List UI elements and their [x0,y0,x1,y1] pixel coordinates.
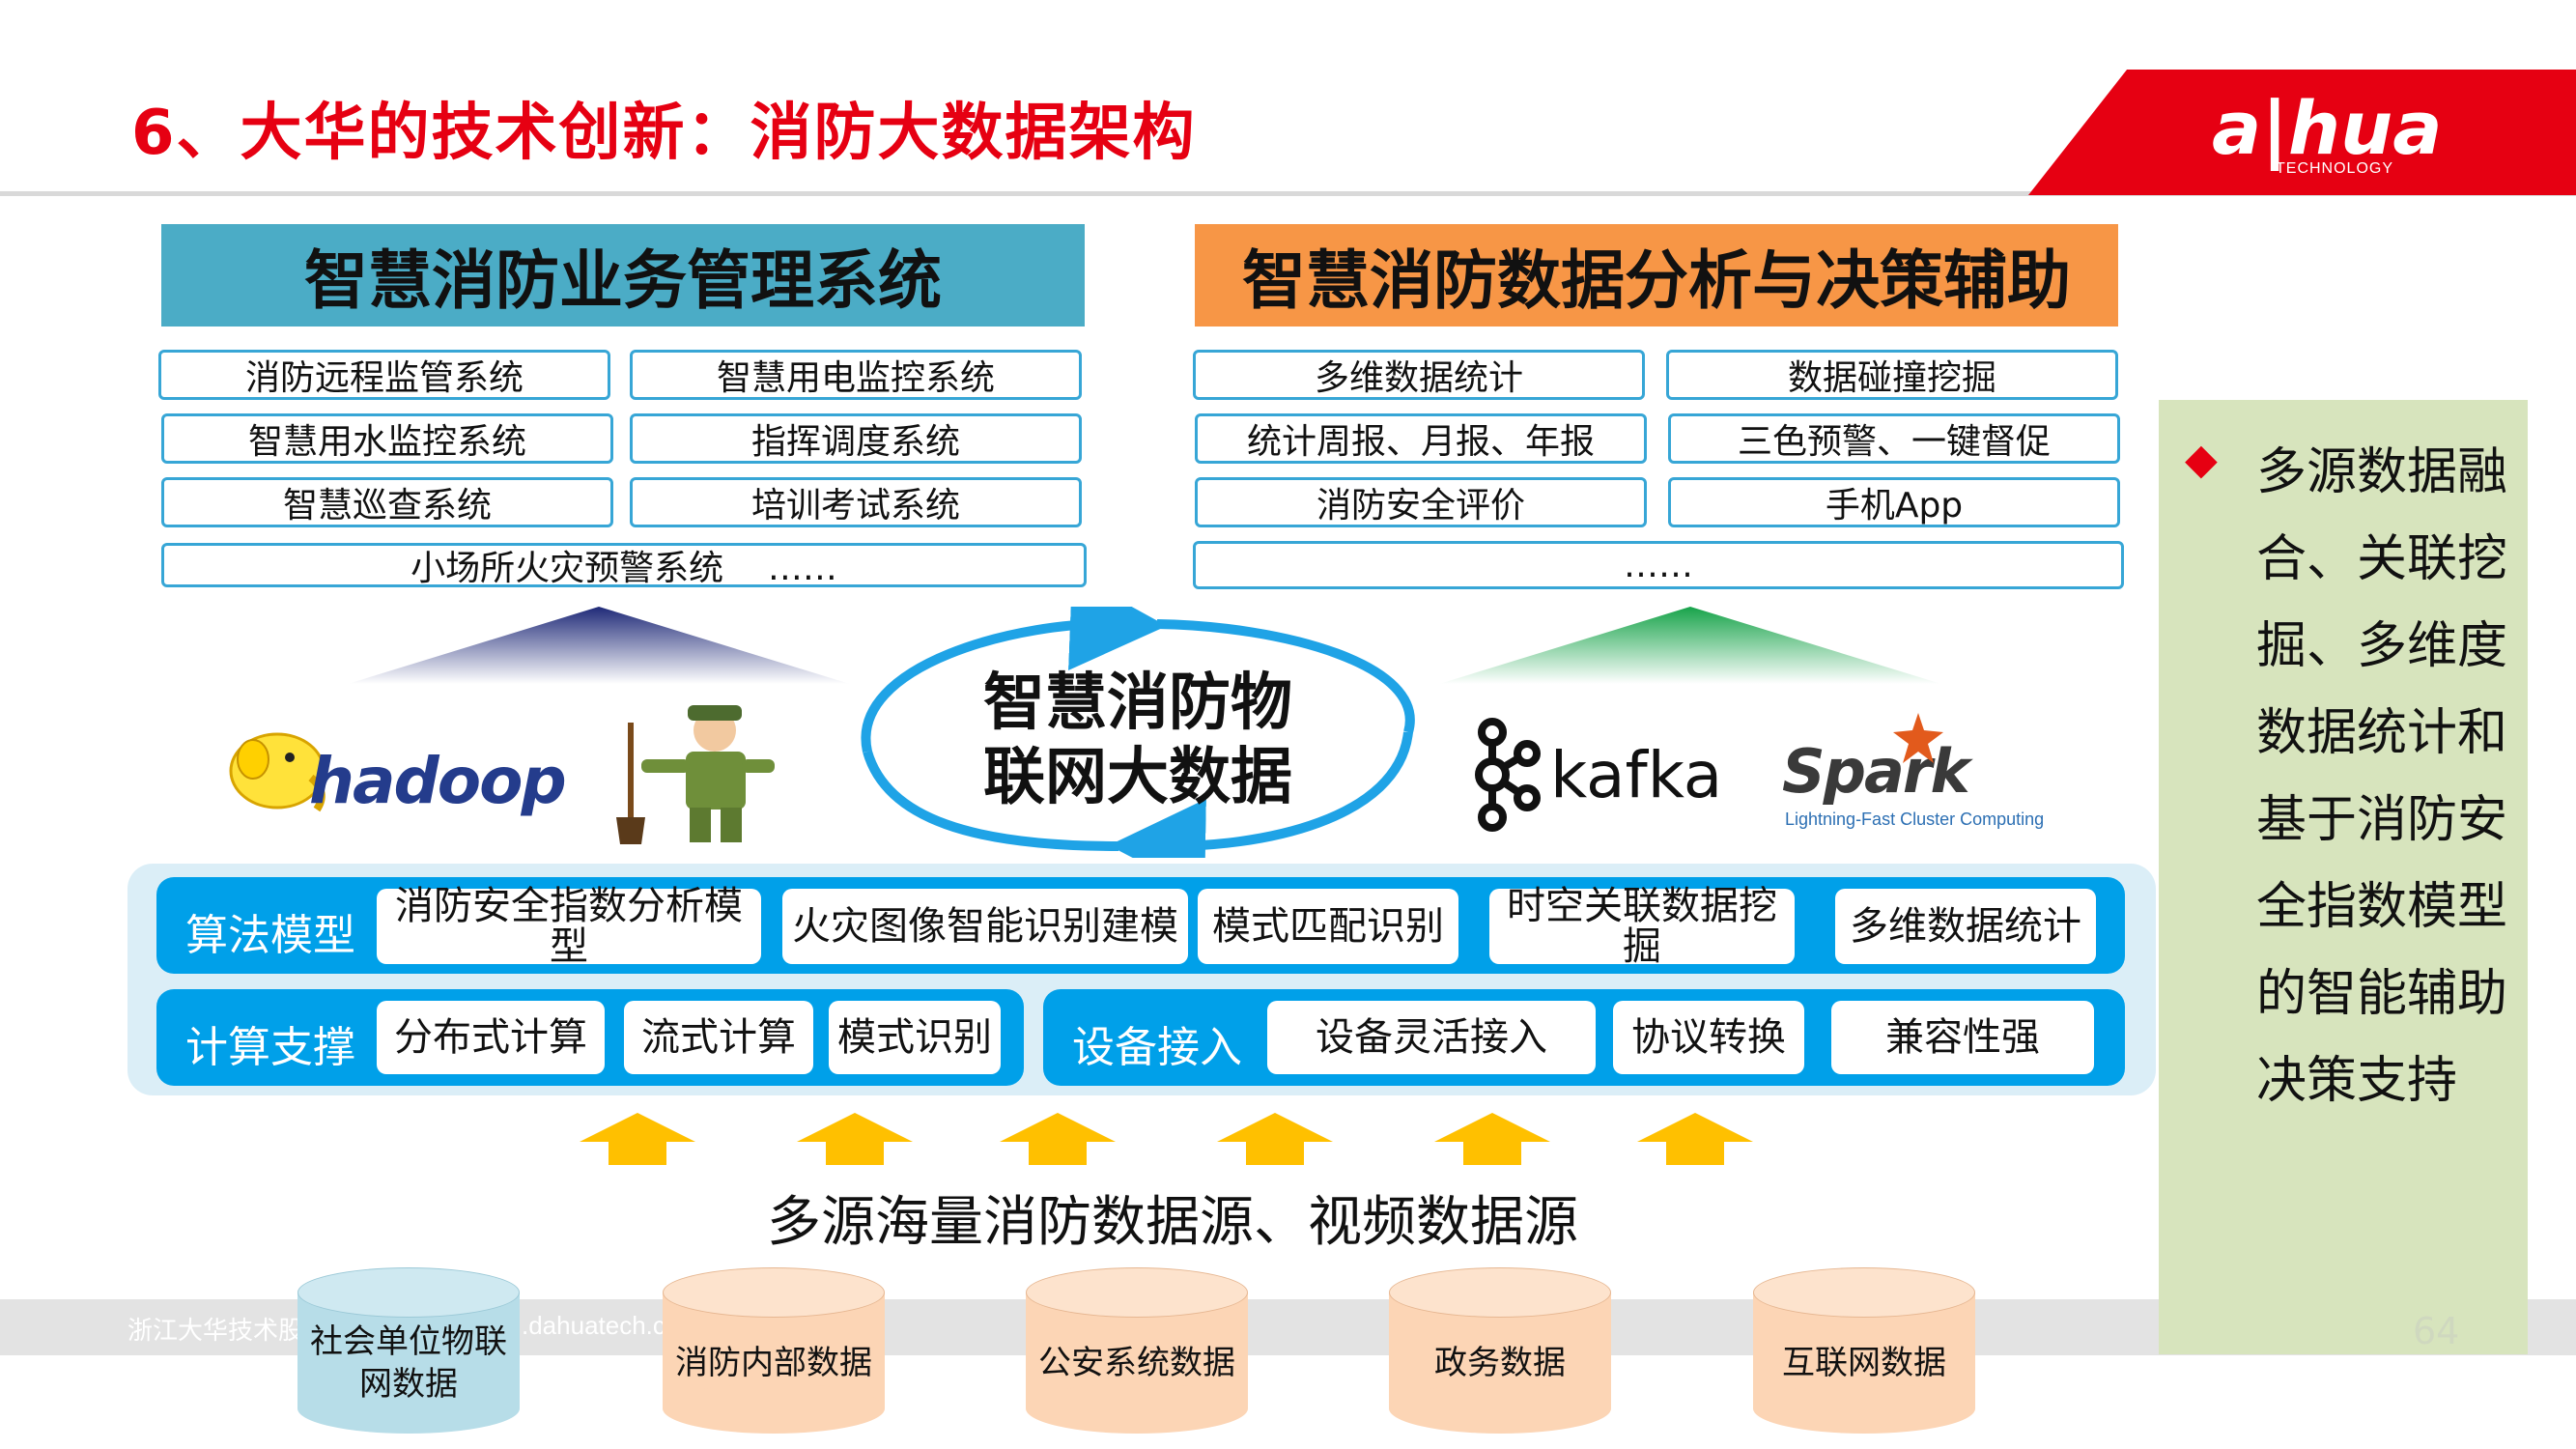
left-item-wide: 小场所火灾预警系统 …… [161,543,1087,588]
big-data-loop [861,607,1415,858]
device-item: 兼容性强 [1831,1001,2094,1074]
algorithm-item: 多维数据统计 [1835,889,2096,964]
spark-logo-text: Spark [1782,736,1970,807]
footer-url: .dahuatech.c [522,1311,665,1340]
algorithm-item: 模式匹配识别 [1198,889,1458,964]
compute-label: 计算支撑 [185,1023,355,1072]
dahua-logo: a|hua [2212,85,2443,171]
left-item: 智慧巡查系统 [161,477,613,527]
cylinder-label: 公安系统数据 [1038,1343,1235,1382]
spark-star-icon [1893,713,1943,763]
right-support-triangle [1439,607,1941,684]
cylinder-label: 社会单位物联网数据 [310,1321,507,1404]
sources-title: 多源海量消防数据源、视频数据源 [767,1191,1578,1254]
footer-company: 浙江大华技术股 [127,1317,304,1346]
left-item: 消防远程监管系统 [158,350,610,400]
left-support-triangle [348,607,850,684]
side-note-line: 合、关联挖 [2256,530,2508,588]
logo-subtitle: TECHNOLOGY [2276,160,2394,177]
device-item: 设备灵活接入 [1267,1001,1596,1074]
algorithm-label: 算法模型 [185,911,355,960]
up-arrow-icon [1000,1113,1116,1165]
data-cylinder: 公安系统数据 [1026,1267,1248,1434]
loop-text: 智慧消防物 联网大数据 [925,667,1350,815]
bullet-diamond-icon: ◆ [2185,435,2218,484]
up-arrow-icon [1434,1113,1550,1165]
right-item: 手机App [1668,477,2120,527]
up-arrow-icon [1637,1113,1753,1165]
side-note-line: 基于消防安 [2256,791,2508,849]
cylinder-label: 互联网数据 [1782,1343,1946,1382]
side-note-line: 掘、多维度 [2256,617,2508,675]
data-digger-icon [616,705,775,844]
side-note-line: 数据统计和 [2256,704,2508,762]
right-item: 数据碰撞挖掘 [1666,350,2118,400]
loop-text-line2: 联网大数据 [983,741,1292,813]
cylinder-label: 消防内部数据 [675,1343,872,1382]
up-arrow-icon [580,1113,695,1165]
right-item: 三色预警、一键督促 [1668,413,2120,464]
kafka-logo-text: kafka [1550,738,1723,812]
right-item: 消防安全评价 [1195,477,1647,527]
left-item: 指挥调度系统 [630,413,1082,464]
compute-item: 流式计算 [624,1001,813,1074]
side-note-line: 决策支持 [2256,1052,2458,1110]
side-note-text: 多源数据融 合、关联挖 掘、多维度 数据统计和 基于消防安 全指数模型 的智能辅… [2256,429,2507,1124]
compute-item: 分布式计算 [377,1001,605,1074]
hadoop-elephant-icon [229,732,326,812]
kafka-icon [1475,718,1541,832]
up-arrow-icon [1217,1113,1333,1165]
side-note-line: 多源数据融 [2256,443,2508,501]
page-title: 6、大华的技术创新：消防大数据架构 [131,98,1197,169]
right-item-wide: …… [1193,541,2124,589]
loop-text-line1: 智慧消防物 [983,668,1292,739]
data-cylinder: 消防内部数据 [663,1267,885,1434]
data-cylinder: 社会单位物联网数据 [297,1267,520,1434]
data-cylinder: 政务数据 [1389,1267,1611,1434]
right-item: 多维数据统计 [1193,350,1645,400]
left-item: 培训考试系统 [630,477,1082,527]
cylinder-label: 政务数据 [1434,1343,1566,1382]
algorithm-item: 时空关联数据挖掘 [1489,886,1795,967]
up-arrow-icon [797,1113,913,1165]
compute-item: 模式识别 [829,1001,1001,1074]
logo-band [2028,70,2576,195]
side-note-line: 的智能辅助 [2256,965,2508,1023]
device-label: 设备接入 [1072,1023,1242,1072]
page-number: 64 [2413,1310,2460,1352]
device-item: 协议转换 [1613,1001,1804,1074]
hadoop-logo-text: hadoop [309,744,567,818]
side-note-line: 全指数模型 [2256,878,2508,936]
right-item: 统计周报、月报、年报 [1195,413,1647,464]
algorithm-item: 消防安全指数分析模型 [377,886,761,967]
right-panel-title: 智慧消防数据分析与决策辅助 [1195,224,2118,327]
algorithm-item: 火灾图像智能识别建模 [782,889,1188,964]
header-divider [0,191,2576,196]
spark-tagline: Lightning-Fast Cluster Computing [1785,810,2045,829]
up-arrows [580,1113,1753,1165]
left-item: 智慧用水监控系统 [161,413,613,464]
left-item: 智慧用电监控系统 [630,350,1082,400]
data-cylinder: 互联网数据 [1753,1267,1975,1434]
left-panel-title: 智慧消防业务管理系统 [161,224,1085,327]
side-note-panel [2159,400,2528,1354]
